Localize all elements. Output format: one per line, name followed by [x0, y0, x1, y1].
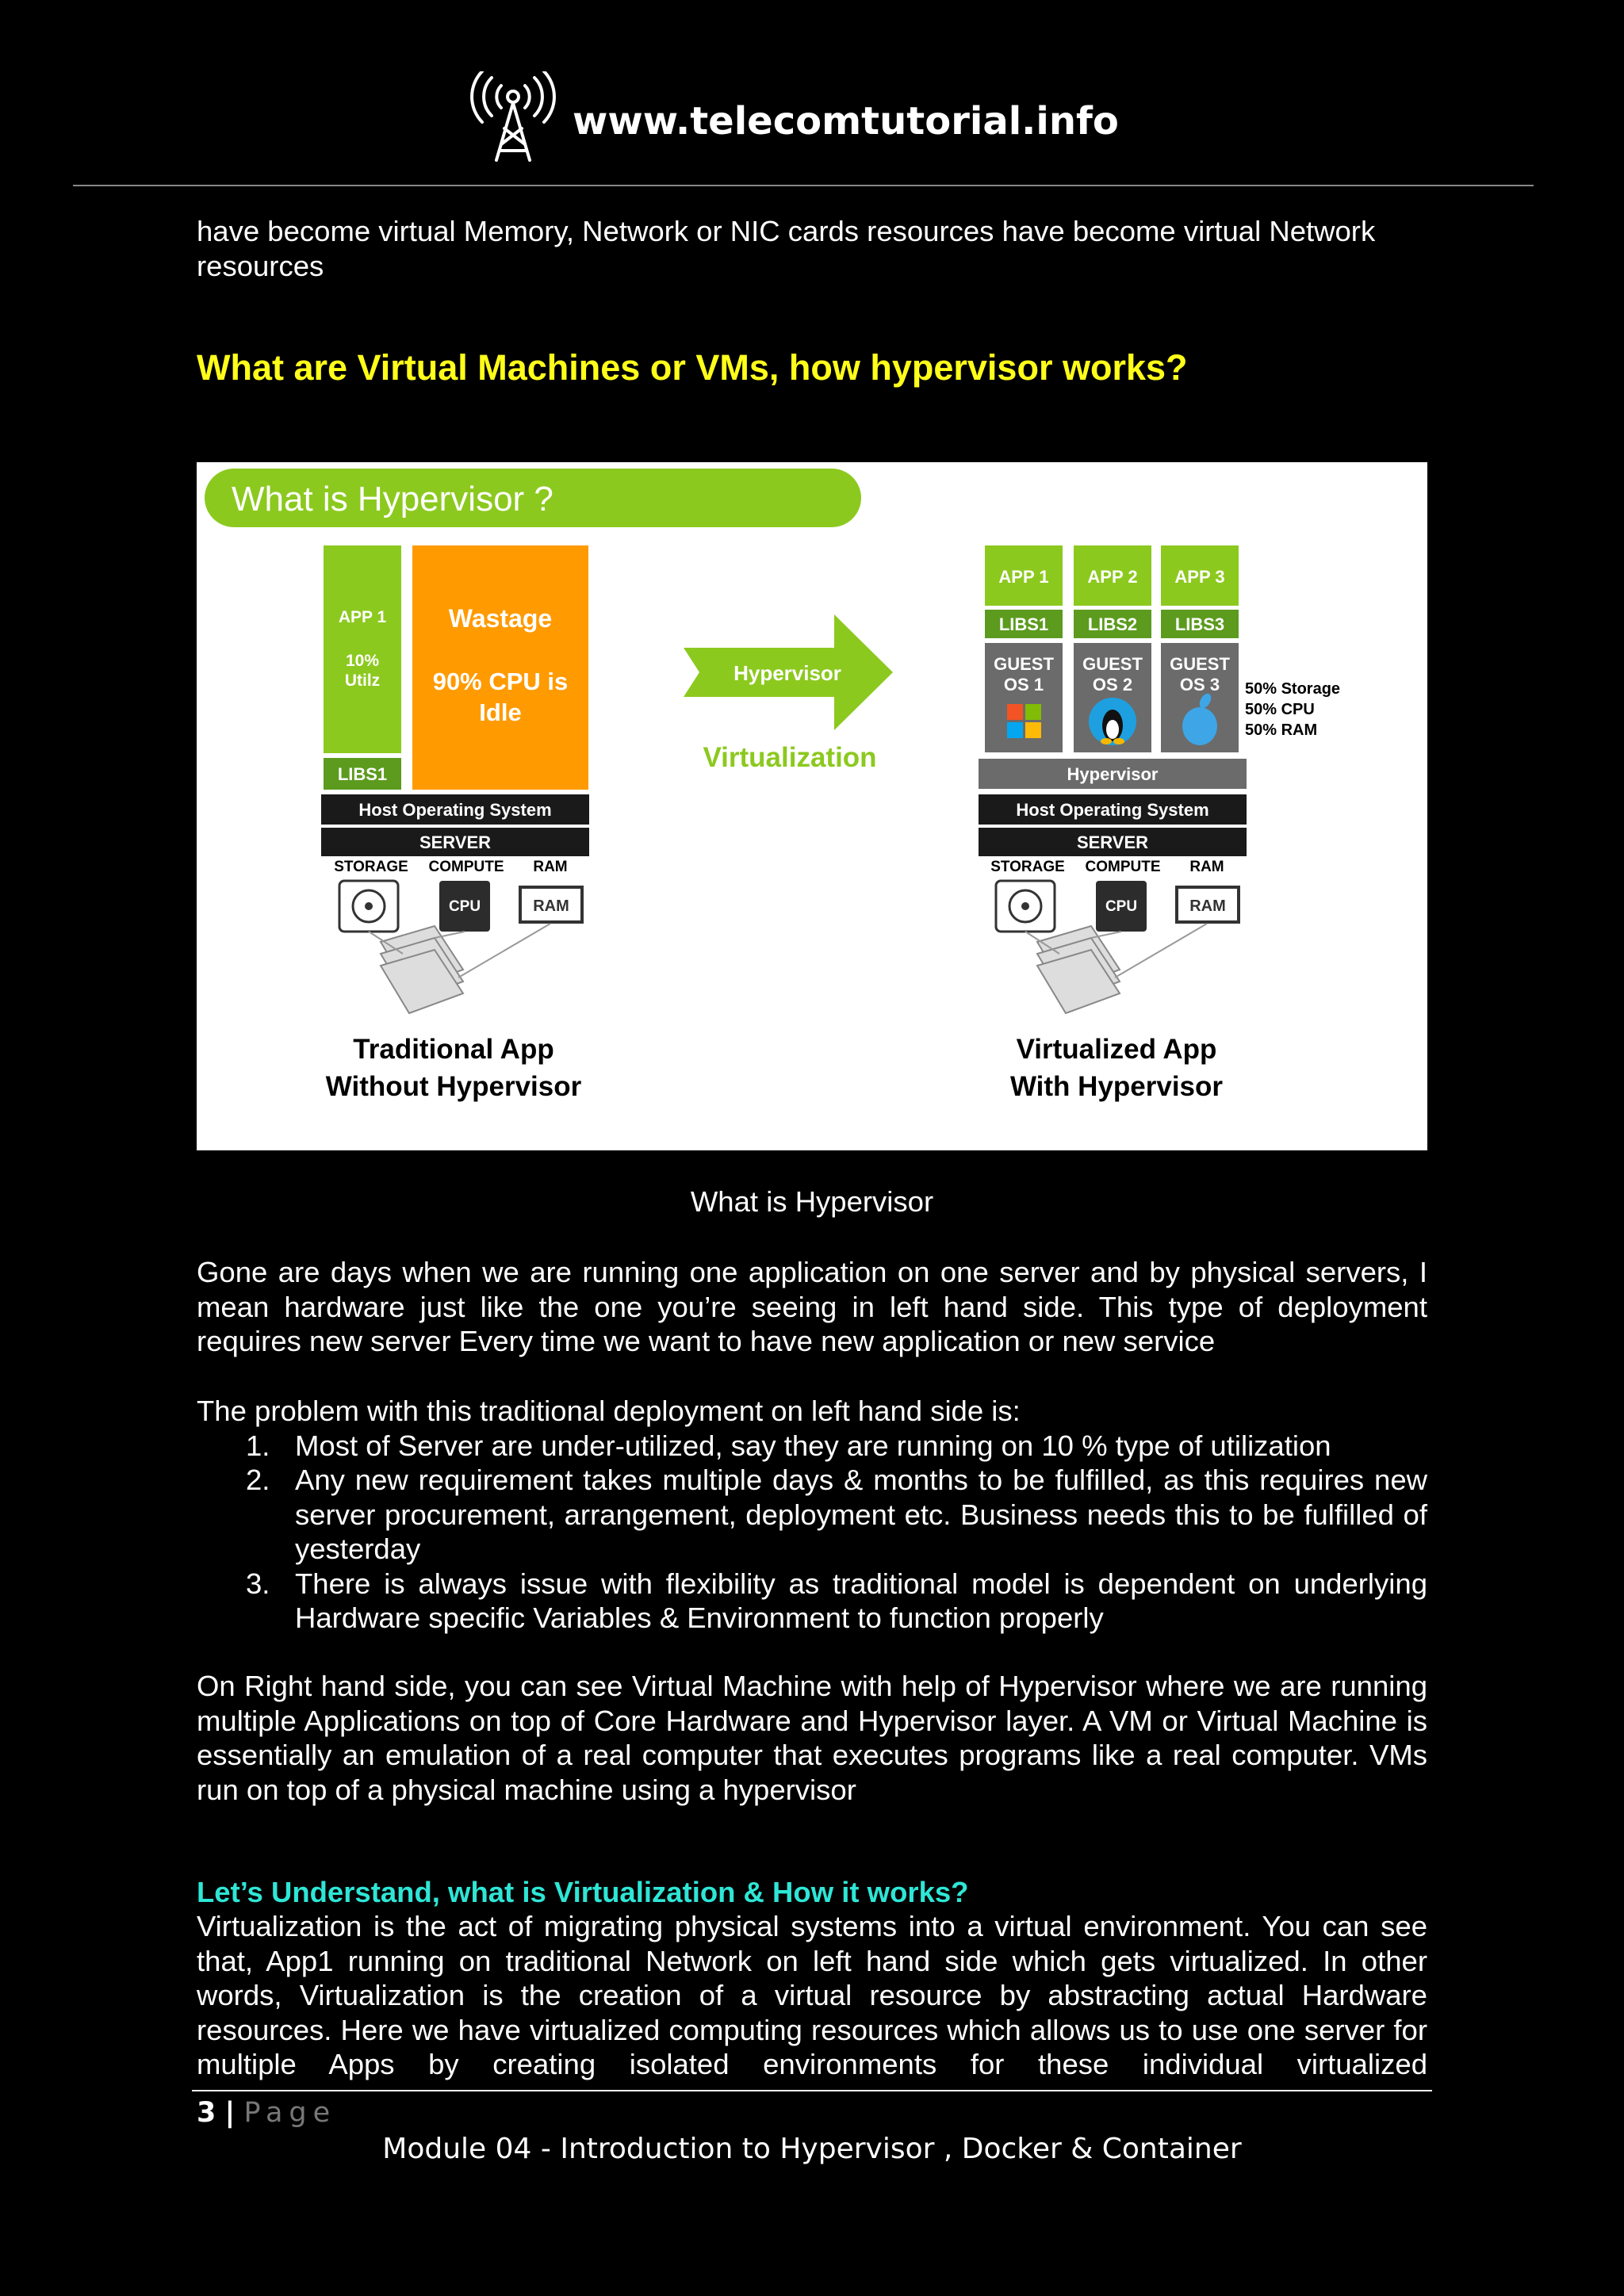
- svg-text:GUEST: GUEST: [1082, 654, 1143, 674]
- problem-section: The problem with this traditional deploy…: [197, 1394, 1427, 1636]
- svg-text:OS 1: OS 1: [1004, 675, 1044, 695]
- svg-text:SERVER: SERVER: [1077, 832, 1148, 852]
- svg-text:SERVER: SERVER: [419, 832, 491, 852]
- svg-text:APP 1: APP 1: [339, 608, 387, 626]
- hypervisor-arrow: [684, 614, 893, 730]
- svg-text:GUEST: GUEST: [994, 654, 1054, 674]
- subheading: Let’s Understand, what is Virtualization…: [197, 1876, 969, 1908]
- svg-text:LIBS1: LIBS1: [999, 614, 1048, 634]
- server-rack-icon: [368, 923, 551, 1015]
- svg-text:STORAGE: STORAGE: [334, 859, 408, 875]
- svg-text:Virtualization: Virtualization: [703, 742, 876, 773]
- svg-text:LIBS3: LIBS3: [1175, 614, 1224, 634]
- hypervisor-figure: What is Hypervisor ? APP 1 10% Utilz LIB…: [197, 462, 1427, 1150]
- svg-text:RAM: RAM: [533, 897, 569, 915]
- svg-text:RAM: RAM: [533, 859, 567, 875]
- linux-penguin-icon: [1089, 698, 1136, 745]
- svg-text:Traditional App: Traditional App: [353, 1034, 553, 1065]
- svg-text:CPU: CPU: [1105, 898, 1137, 915]
- svg-text:COMPUTE: COMPUTE: [1086, 859, 1161, 875]
- cpu-chip-icon: CPU: [1096, 881, 1147, 932]
- svg-text:Virtualized App: Virtualized App: [1017, 1034, 1217, 1065]
- footer-divider: [192, 2090, 1432, 2091]
- svg-text:Without Hypervisor: Without Hypervisor: [326, 1071, 582, 1102]
- page-header: www.telecomtutorial.info: [0, 63, 1624, 166]
- apple-logo-icon: [1182, 693, 1217, 745]
- list-item: 3.There is always issue with flexibility…: [246, 1567, 1427, 1635]
- list-item: 2.Any new requirement takes multiple day…: [246, 1464, 1427, 1565]
- disk-icon: [994, 879, 1056, 933]
- header-divider: [73, 185, 1534, 186]
- svg-text:50% RAM: 50% RAM: [1245, 721, 1317, 739]
- svg-text:Host Operating System: Host Operating System: [358, 800, 551, 820]
- wastage-block: [412, 545, 588, 790]
- intro-text: have become virtual Memory, Network or N…: [197, 215, 1376, 282]
- page-number: 3 | Page: [197, 2097, 337, 2129]
- ram-chip-icon: RAM: [1175, 886, 1240, 924]
- svg-text:CPU: CPU: [449, 898, 481, 915]
- svg-text:COMPUTE: COMPUTE: [429, 859, 504, 875]
- svg-text:RAM: RAM: [1189, 859, 1224, 875]
- server-rack-icon: [1025, 923, 1208, 1015]
- svg-text:10%: 10%: [346, 652, 379, 670]
- site-url[interactable]: www.telecomtutorial.info: [573, 99, 1119, 144]
- list-item: 1.Most of Server are under-utilized, say…: [246, 1429, 1331, 1462]
- svg-text:APP 1: APP 1: [998, 567, 1048, 587]
- figure-banner-text: What is Hypervisor ?: [232, 480, 553, 519]
- svg-text:Hypervisor: Hypervisor: [1067, 764, 1159, 784]
- paragraph-deployment: Gone are days when we are running one ap…: [197, 1256, 1427, 1357]
- svg-text:90% CPU is: 90% CPU is: [433, 668, 569, 695]
- windows-logo-icon: [1007, 704, 1041, 738]
- problem-intro: The problem with this traditional deploy…: [197, 1395, 1021, 1427]
- svg-text:RAM: RAM: [1189, 897, 1226, 915]
- svg-text:Host Operating System: Host Operating System: [1016, 800, 1208, 820]
- svg-text:OS 2: OS 2: [1093, 675, 1132, 695]
- paragraph-vm: On Right hand side, you can see Virtual …: [197, 1670, 1427, 1806]
- svg-text:GUEST: GUEST: [1170, 654, 1230, 674]
- section-heading: What are Virtual Machines or VMs, how hy…: [197, 347, 1188, 388]
- ram-chip-icon: RAM: [519, 886, 584, 924]
- svg-text:APP 3: APP 3: [1174, 567, 1224, 587]
- svg-text:50% Storage: 50% Storage: [1245, 680, 1340, 698]
- figure-banner: [205, 469, 861, 527]
- figure-caption: What is Hypervisor: [690, 1185, 934, 1218]
- svg-text:50% CPU: 50% CPU: [1245, 701, 1315, 718]
- disk-icon: [338, 879, 400, 933]
- svg-text:STORAGE: STORAGE: [990, 859, 1065, 875]
- svg-text:APP 2: APP 2: [1087, 567, 1137, 587]
- svg-text:LIBS1: LIBS1: [338, 764, 387, 784]
- footer-text: Module 04 - Introduction to Hypervisor ,…: [382, 2133, 1242, 2165]
- cpu-chip-icon: CPU: [439, 881, 490, 932]
- problem-list: 1.Most of Server are under-utilized, say…: [197, 1429, 1427, 1636]
- svg-text:LIBS2: LIBS2: [1088, 614, 1137, 634]
- svg-text:With Hypervisor: With Hypervisor: [1010, 1071, 1223, 1102]
- antenna-tower-icon: [470, 71, 556, 162]
- svg-text:Utilz: Utilz: [345, 672, 380, 690]
- paragraph-virtualization: Virtualization is the act of migrating p…: [197, 1910, 1427, 2080]
- svg-text:Wastage: Wastage: [449, 604, 552, 633]
- svg-text:Hypervisor: Hypervisor: [733, 661, 841, 685]
- virtualization-section: Let’s Understand, what is Virtualization…: [197, 1876, 1427, 2082]
- svg-text:Idle: Idle: [479, 698, 521, 726]
- svg-text:OS 3: OS 3: [1180, 675, 1220, 695]
